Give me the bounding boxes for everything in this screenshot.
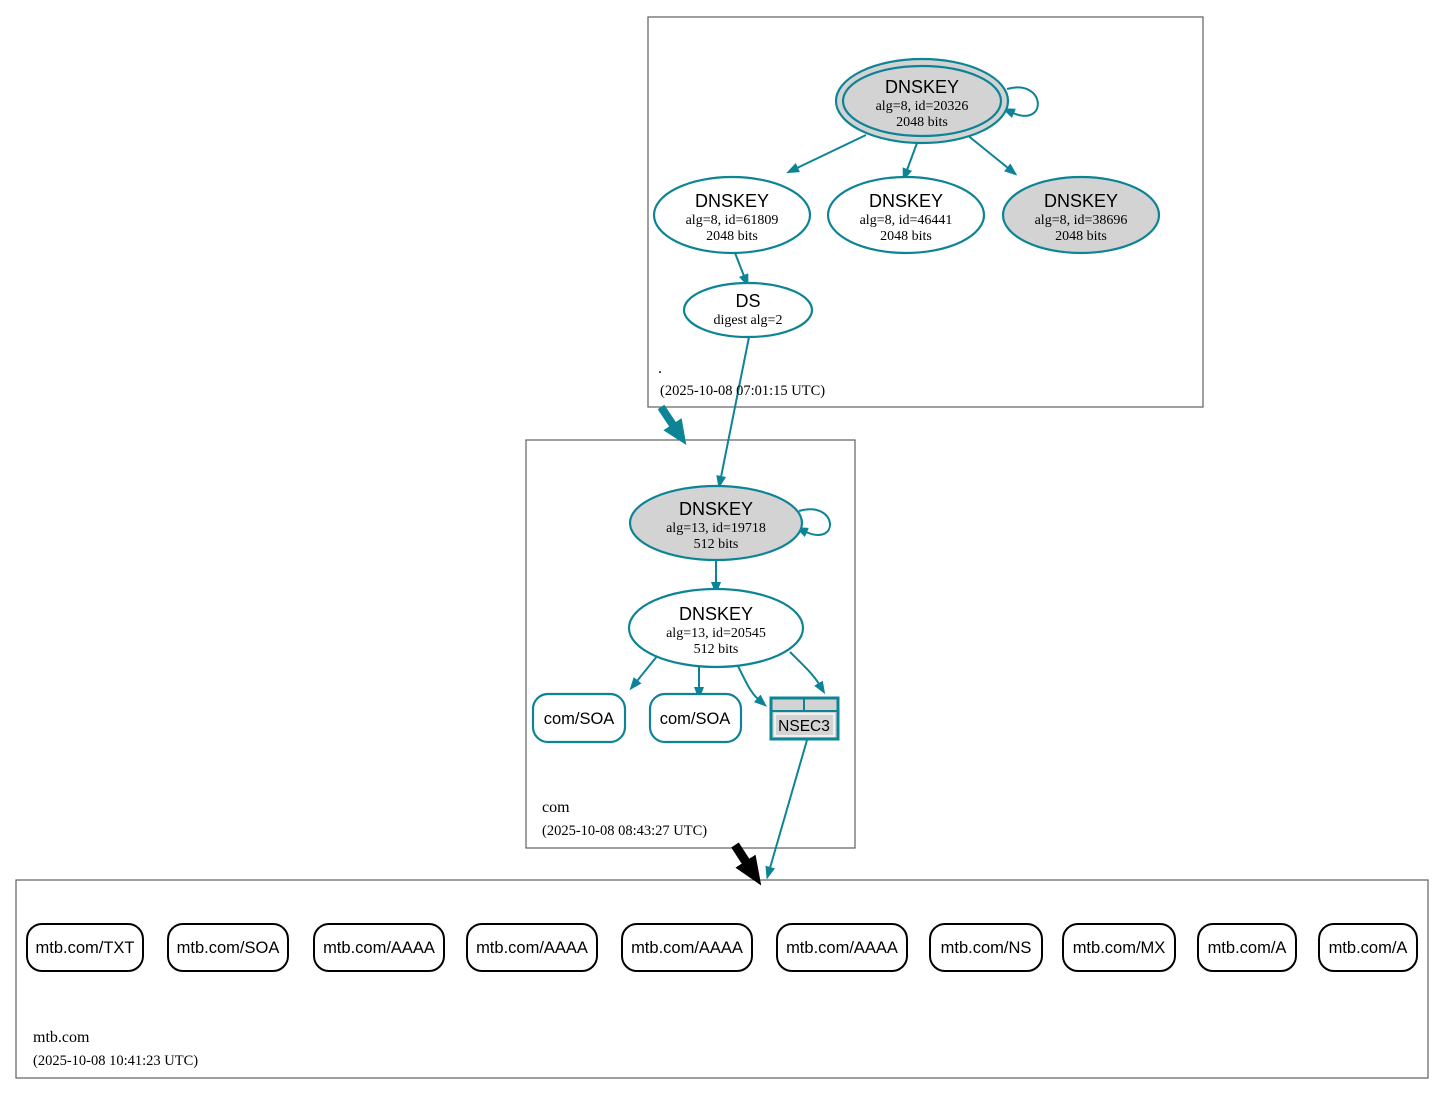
zone-timestamp-com: (2025-10-08 08:43:27 UTC) [542, 823, 707, 839]
edge-com-zsk-to-nsec3-left [735, 661, 768, 707]
dnskey-20326-ellipse-outer[interactable] [834, 57, 1010, 145]
mtb-aaaa-4-box[interactable] [776, 923, 908, 972]
node-mtb-a-1: mtb.com/A [1197, 923, 1297, 972]
dnskey-46441-bits: 2048 bits [880, 229, 932, 244]
dnskey-61809-ellipse[interactable] [652, 175, 812, 255]
dnskey-20545-title: DNSKEY [679, 604, 753, 624]
mtb-a-1-label: mtb.com/A [1208, 939, 1287, 957]
dnskey-19718-alg: alg=13, id=19718 [666, 521, 766, 536]
mtb-soa-label: mtb.com/SOA [177, 939, 280, 957]
node-com-soa-2: com/SOA [648, 692, 743, 744]
zone-label-com: com [542, 799, 570, 816]
dnskey-38696-title: DNSKEY [1044, 191, 1118, 211]
com-soa-1-label: com/SOA [544, 710, 615, 728]
node-mtb-ns: mtb.com/NS [929, 923, 1043, 972]
dnskey-61809-title: DNSKEY [695, 191, 769, 211]
edge-com-ksk-selfloop [795, 508, 831, 537]
node-ds-root: DS digest alg=2 [682, 281, 814, 339]
nsec3-label: NSEC3 [778, 718, 830, 735]
edge-com-zsk-to-nsec3-top [789, 651, 826, 695]
dnskey-20545-alg: alg=13, id=20545 [666, 626, 766, 641]
node-dnskey-20326: DNSKEY alg=8, id=20326 2048 bits [834, 57, 1010, 145]
dnskey-19718-title: DNSKEY [679, 499, 753, 519]
node-dnskey-20545: DNSKEY alg=13, id=20545 512 bits [627, 587, 805, 669]
nsec3-label-cell [774, 713, 835, 737]
node-mtb-aaaa-4: mtb.com/AAAA [776, 923, 908, 972]
dnskey-20326-title: DNSKEY [885, 77, 959, 97]
zone-box-root [647, 16, 1204, 408]
mtb-aaaa-4-label: mtb.com/AAAA [786, 939, 898, 957]
dnskey-38696-ellipse[interactable] [1001, 175, 1161, 255]
dnskey-20326-ellipse-inner [841, 64, 1003, 138]
edge-dnskey-61809-to-ds [734, 252, 749, 288]
edge-ds-to-com-ksk [716, 336, 750, 489]
com-soa-2-box[interactable] [648, 692, 743, 744]
mtb-a-1-box[interactable] [1197, 923, 1297, 972]
mtb-a-2-label: mtb.com/A [1329, 939, 1408, 957]
node-dnskey-61809: DNSKEY alg=8, id=61809 2048 bits [652, 175, 812, 255]
ds-digest: digest alg=2 [714, 313, 783, 328]
dnskey-46441-title: DNSKEY [869, 191, 943, 211]
zone-box-com [525, 439, 856, 849]
mtb-ns-box[interactable] [929, 923, 1043, 972]
dnskey-46441-ellipse[interactable] [826, 175, 986, 255]
node-mtb-aaaa-3: mtb.com/AAAA [621, 923, 753, 972]
edge-com-zsk-to-soa1 [629, 654, 659, 691]
zone-box-mtb [15, 879, 1429, 1079]
dnskey-46441-alg: alg=8, id=46441 [860, 213, 953, 228]
zone-label-mtb: mtb.com [33, 1029, 90, 1046]
node-mtb-txt: mtb.com/TXT [26, 923, 144, 972]
ds-ellipse[interactable] [682, 281, 814, 339]
com-soa-2-label: com/SOA [660, 710, 731, 728]
node-mtb-mx: mtb.com/MX [1062, 923, 1176, 972]
node-mtb-soa: mtb.com/SOA [167, 923, 289, 972]
mtb-aaaa-1-label: mtb.com/AAAA [323, 939, 435, 957]
node-nsec3: NSEC3 [769, 696, 840, 741]
delegation-arrow-root-to-com [657, 404, 687, 445]
dnskey-38696-bits: 2048 bits [1055, 229, 1107, 244]
dnskey-20545-bits: 512 bits [694, 642, 739, 657]
dnskey-20326-alg: alg=8, id=20326 [876, 99, 969, 114]
delegation-arrow-com-to-mtb [731, 842, 762, 886]
node-dnskey-46441: DNSKEY alg=8, id=46441 2048 bits [826, 175, 986, 255]
edge-root-ksk-selfloop [1001, 86, 1039, 118]
zone-timestamp-mtb: (2025-10-08 10:41:23 UTC) [33, 1053, 198, 1069]
node-com-soa-1: com/SOA [531, 692, 627, 744]
mtb-aaaa-1-box[interactable] [313, 923, 445, 972]
mtb-aaaa-2-box[interactable] [466, 923, 598, 972]
node-mtb-aaaa-1: mtb.com/AAAA [313, 923, 445, 972]
zone-label-root: . [658, 360, 662, 377]
edge-root-ksk-to-dnskey-38696 [965, 133, 1018, 176]
com-soa-1-box[interactable] [531, 692, 627, 744]
mtb-mx-box[interactable] [1062, 923, 1176, 972]
edge-root-ksk-to-dnskey-61809 [786, 134, 867, 174]
mtb-soa-box[interactable] [167, 923, 289, 972]
mtb-txt-label: mtb.com/TXT [35, 939, 134, 957]
edge-nsec3-to-mtb-zone [765, 739, 808, 880]
node-mtb-a-2: mtb.com/A [1318, 923, 1418, 972]
mtb-mx-label: mtb.com/MX [1073, 939, 1166, 957]
mtb-aaaa-3-box[interactable] [621, 923, 753, 972]
dnskey-19718-bits: 512 bits [694, 537, 739, 552]
node-dnskey-19718: DNSKEY alg=13, id=19718 512 bits [628, 484, 804, 562]
mtb-aaaa-3-label: mtb.com/AAAA [631, 939, 743, 957]
mtb-ns-label: mtb.com/NS [941, 939, 1032, 957]
dnskey-61809-bits: 2048 bits [706, 229, 758, 244]
mtb-txt-box[interactable] [26, 923, 144, 972]
dnskey-20545-ellipse[interactable] [627, 587, 805, 669]
dnskey-19718-ellipse[interactable] [628, 484, 804, 562]
dnskey-61809-alg: alg=8, id=61809 [686, 213, 779, 228]
zone-timestamp-root: (2025-10-08 07:01:15 UTC) [660, 383, 825, 399]
dnskey-38696-alg: alg=8, id=38696 [1035, 213, 1128, 228]
dnskey-20326-bits: 2048 bits [896, 115, 948, 130]
mtb-a-2-box[interactable] [1318, 923, 1418, 972]
edge-root-ksk-to-dnskey-46441 [902, 142, 918, 182]
ds-title: DS [735, 291, 760, 311]
node-mtb-aaaa-2: mtb.com/AAAA [466, 923, 598, 972]
mtb-aaaa-2-label: mtb.com/AAAA [476, 939, 588, 957]
node-dnskey-38696: DNSKEY alg=8, id=38696 2048 bits [1001, 175, 1161, 255]
